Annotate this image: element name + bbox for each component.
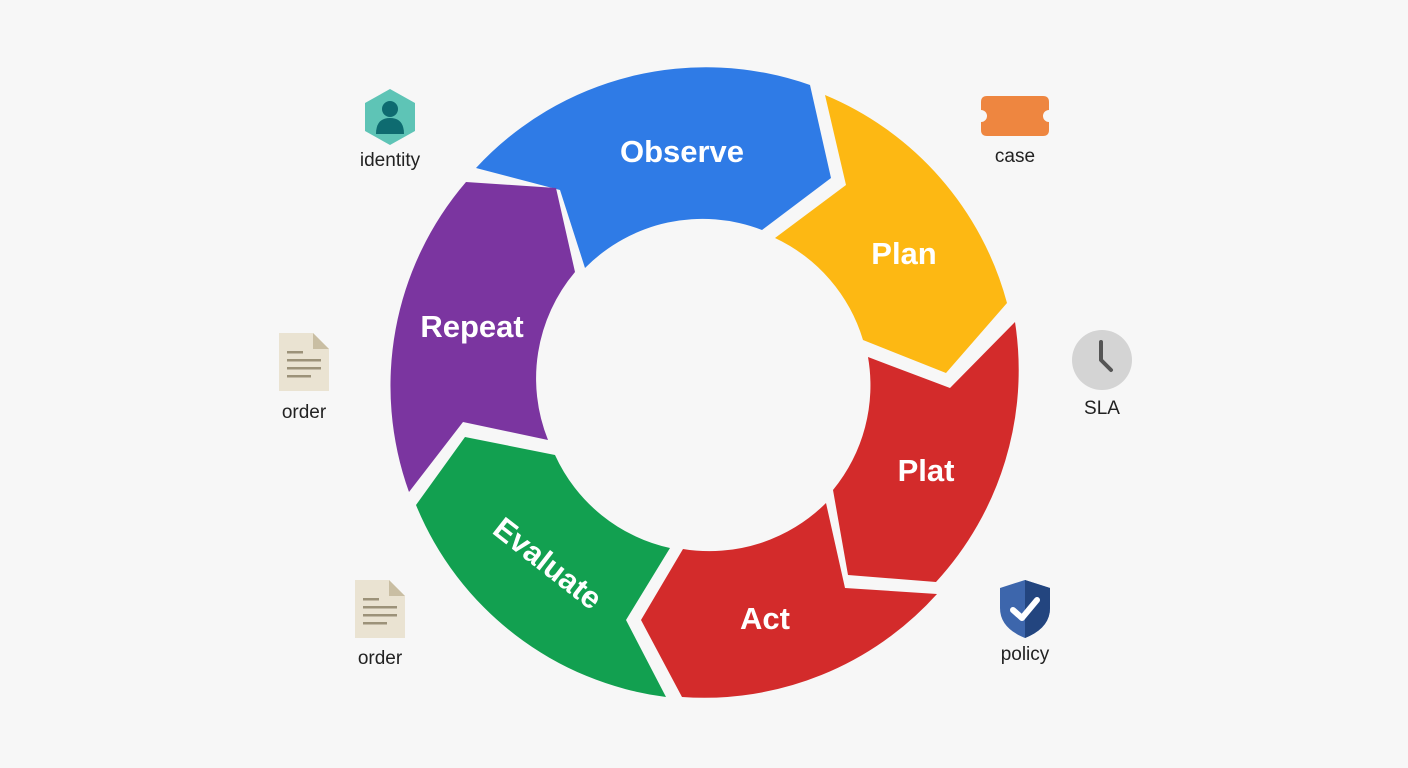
- user-hexagon-icon: [365, 89, 415, 145]
- side-item-case: case: [955, 96, 1075, 168]
- segment-evaluate: Evaluate: [416, 437, 670, 697]
- segment-label-plan: Plan: [871, 236, 936, 271]
- segment-plan: Plan: [775, 95, 1007, 373]
- side-item-policy: policy: [965, 580, 1085, 666]
- side-item-label-order-left: order: [281, 402, 327, 423]
- segment-act: Act: [641, 503, 937, 698]
- segment-label-observe: Observe: [620, 134, 744, 169]
- segment-observe: Observe: [476, 67, 831, 269]
- document-icon: [279, 333, 329, 391]
- segment-repeat: Repeat: [390, 182, 575, 492]
- segment-plat: Plat: [833, 322, 1019, 582]
- segment-label-act: Act: [740, 601, 790, 636]
- side-item-label-case: case: [994, 146, 1036, 167]
- clock-icon: [1072, 330, 1132, 390]
- segment-label-plat: Plat: [898, 453, 955, 488]
- side-item-identity: identity: [330, 88, 450, 172]
- document-icon: [355, 580, 405, 638]
- side-item-label-identity: identity: [359, 150, 421, 171]
- side-item-label-sla: SLA: [1084, 398, 1120, 419]
- side-item-sla: SLA: [1042, 330, 1162, 420]
- side-item-order-left: order: [244, 333, 364, 424]
- segment-label-repeat: Repeat: [420, 309, 523, 344]
- side-item-order-bottom: order: [320, 580, 440, 670]
- side-item-label-policy: policy: [1000, 644, 1050, 665]
- ticket-icon: [981, 96, 1049, 136]
- side-item-label-order-bottom: order: [357, 648, 403, 669]
- shield-check-icon: [1000, 580, 1050, 638]
